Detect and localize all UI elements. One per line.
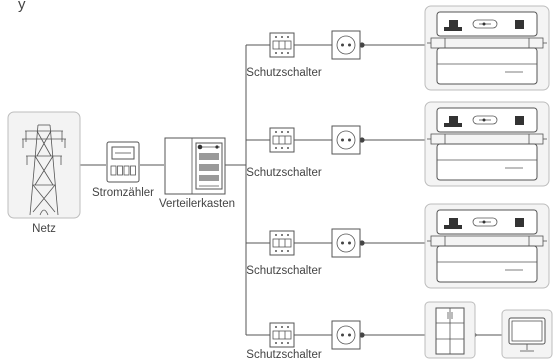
meter-node: Stromzähler <box>92 141 154 199</box>
wall-socket-icon <box>331 125 361 155</box>
power-station-icon <box>424 203 550 289</box>
breaker-label: Schutzschalter <box>246 67 322 79</box>
electricity-meter-icon <box>106 141 140 183</box>
grid-node: Netz <box>7 111 81 235</box>
circuit-breaker-icon <box>269 230 295 256</box>
refrigerator-icon <box>435 307 465 355</box>
breaker-1: Schutzschalter <box>246 32 322 79</box>
circuit-breaker-icon <box>269 32 295 58</box>
monitor-icon <box>508 317 546 352</box>
breaker-label: Schutzschalter <box>246 167 322 179</box>
distribution-box-icon <box>164 137 226 195</box>
monitor-node <box>501 309 553 359</box>
power-station-1 <box>424 5 550 91</box>
distribution-box-node: Verteilerkasten <box>159 137 235 210</box>
wall-socket-icon <box>331 320 361 350</box>
power-station-icon <box>424 5 550 91</box>
power-station-icon <box>424 101 550 187</box>
power-station-2 <box>424 101 550 187</box>
meter-label: Stromzähler <box>92 187 154 199</box>
breaker-3: Schutzschalter <box>246 230 322 277</box>
wall-socket-icon <box>331 30 361 60</box>
circuit-breaker-icon <box>269 322 295 348</box>
breaker-label: Schutzschalter <box>246 349 322 361</box>
breaker-2: Schutzschalter <box>246 127 322 179</box>
wall-socket-icon <box>331 228 361 258</box>
connection-lines <box>80 42 502 338</box>
grid-label: Netz <box>32 223 56 235</box>
breaker-4: Schutzschalter <box>246 322 322 361</box>
title-partial: y <box>18 0 26 13</box>
distribution-box-label: Verteilerkasten <box>159 198 235 210</box>
power-pylon-icon <box>22 124 66 216</box>
power-station-3 <box>424 203 550 289</box>
breaker-label: Schutzschalter <box>246 265 322 277</box>
refrigerator-node <box>424 301 476 359</box>
circuit-breaker-icon <box>269 127 295 153</box>
